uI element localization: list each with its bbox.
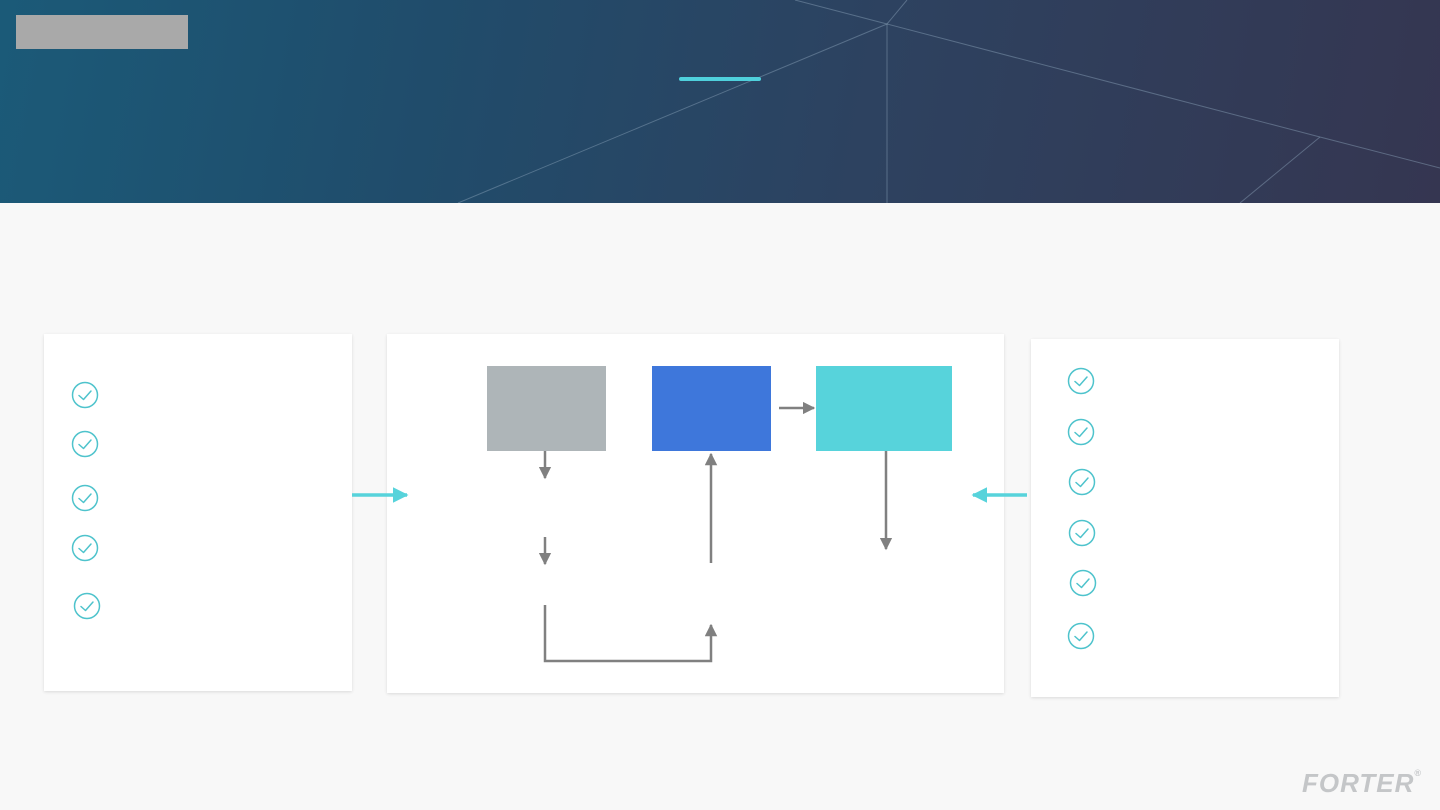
title-underline [679, 77, 761, 81]
check-circle-icon [1067, 367, 1095, 395]
right-panel [1031, 339, 1339, 697]
check-circle-icon [1067, 622, 1095, 650]
loop-connector [543, 605, 718, 663]
check-circle-icon [71, 484, 99, 512]
header-decoration [457, 0, 1440, 203]
flow-node-cyan [816, 366, 952, 451]
header-banner [0, 0, 1440, 203]
check-circle-icon [1068, 519, 1096, 547]
check-circle-icon [1069, 569, 1097, 597]
check-circle-icon [1068, 468, 1096, 496]
forter-logo: FORTER® [1302, 768, 1422, 799]
check-circle-icon [1067, 418, 1095, 446]
flow-node-gray [487, 366, 606, 451]
flow-node-blue [652, 366, 771, 451]
check-circle-icon [71, 430, 99, 458]
brand-name: FORTER [1302, 768, 1415, 798]
check-circle-icon [73, 592, 101, 620]
left-panel [44, 334, 352, 691]
check-circle-icon [71, 534, 99, 562]
registered-mark: ® [1414, 768, 1423, 778]
logo-placeholder [16, 15, 188, 49]
check-circle-icon [71, 381, 99, 409]
